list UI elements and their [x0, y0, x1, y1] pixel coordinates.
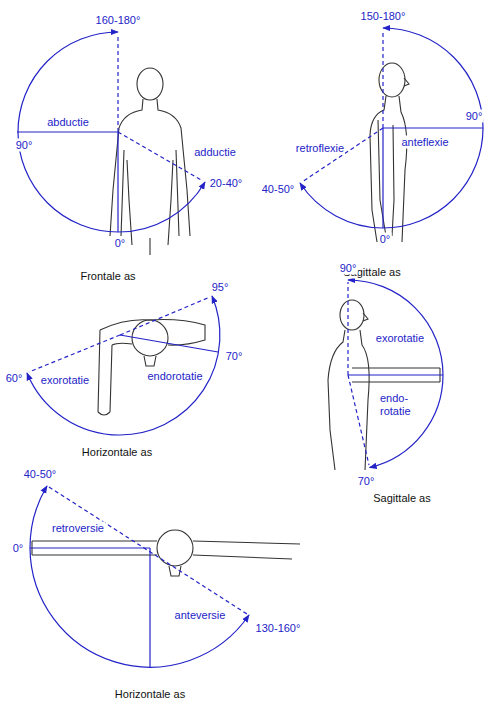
movement-label: retroversie — [51, 522, 105, 535]
angle-value: 60° — [5, 372, 24, 385]
angle-value: 0° — [379, 233, 392, 246]
movement-label: anteflexie — [400, 136, 449, 149]
body-figures — [32, 63, 440, 576]
movement-label: adductie — [193, 146, 237, 159]
movement-label: retroflexie — [295, 142, 345, 155]
angle-value: 150-180° — [360, 10, 407, 23]
angle-value: 70° — [357, 475, 376, 488]
axis-caption: Horizontale as — [114, 688, 186, 701]
angle-value: 40-50° — [261, 183, 296, 196]
movement-label: abductie — [46, 116, 90, 129]
movement-label: endorotatie — [146, 370, 203, 383]
angle-value: 90° — [465, 110, 484, 123]
angle-value: 90° — [15, 139, 34, 152]
angle-value: 70° — [225, 350, 244, 363]
range-arcs — [17, 28, 483, 668]
movement-label: anteversie — [174, 609, 227, 622]
axis-caption: Frontale as — [79, 270, 136, 283]
angle-value: 40-50° — [23, 468, 58, 481]
movement-label: exorotatie — [40, 374, 90, 387]
axis-caption: Horizontale as — [81, 446, 153, 459]
angle-value: 0° — [12, 542, 25, 555]
angle-value: 130-160° — [255, 622, 302, 635]
angle-value: 20-40° — [209, 177, 244, 190]
angle-value: 90° — [339, 262, 358, 275]
movement-label: endo- rotatie — [379, 392, 421, 418]
angle-value: 0° — [114, 237, 127, 250]
angle-value: 95° — [211, 281, 230, 294]
angle-value: 160-180° — [95, 14, 142, 27]
movement-label: exorotatie — [375, 332, 425, 345]
axis-caption: Sagittale as — [372, 492, 431, 505]
